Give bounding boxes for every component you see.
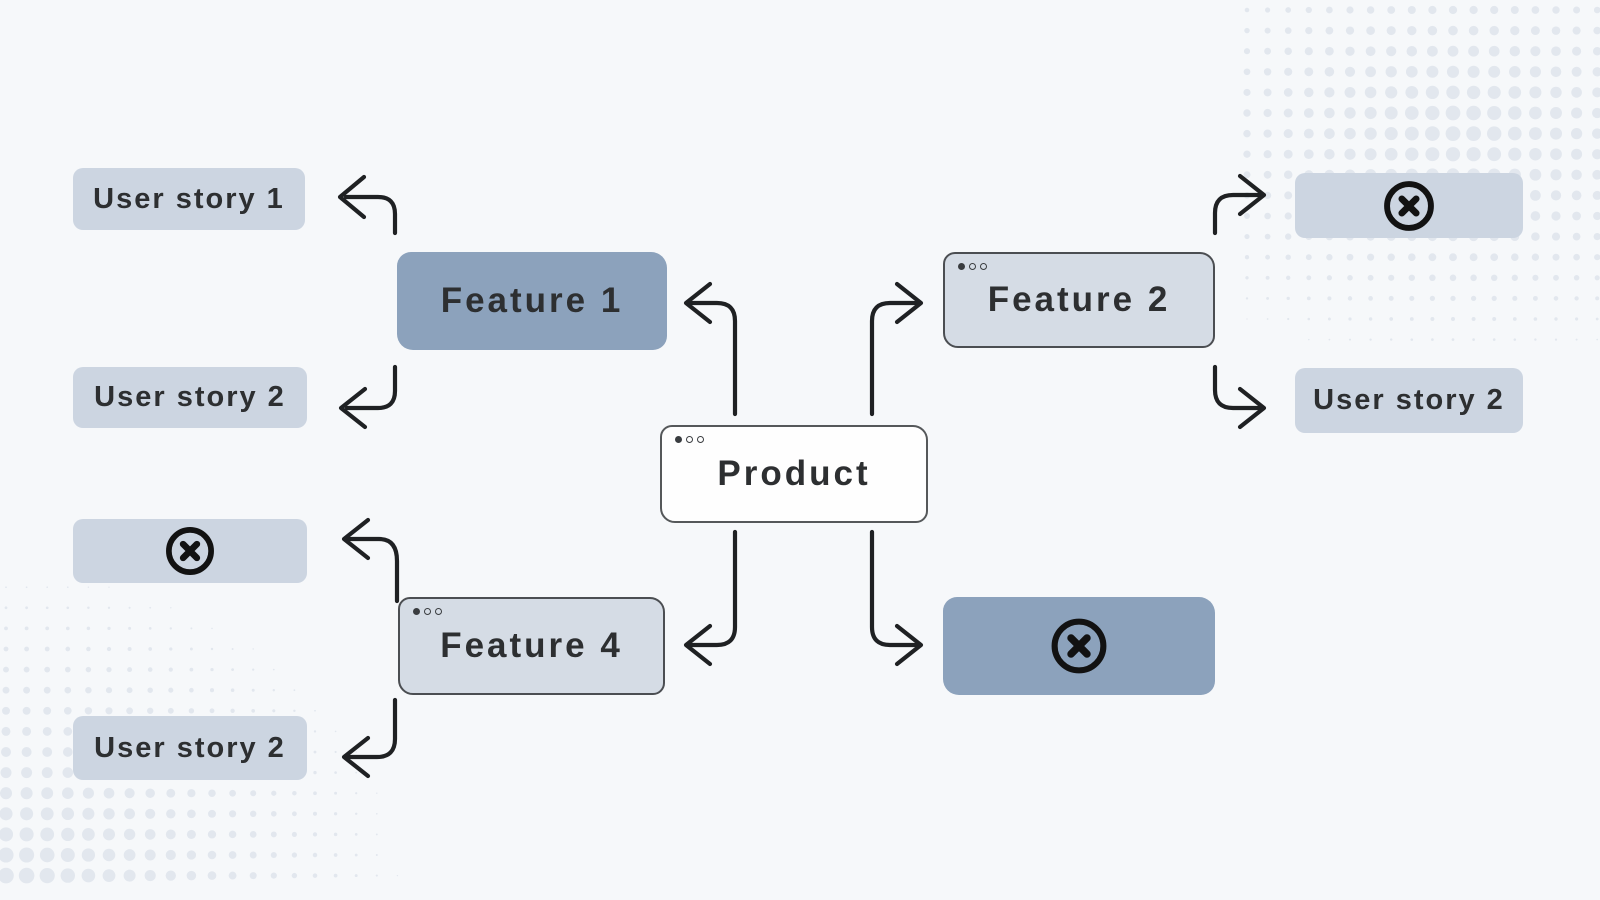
node-label: Feature 1	[440, 281, 624, 320]
node-deleted-story-left[interactable]	[73, 519, 307, 583]
node-user-story-2-left[interactable]: User story 2	[73, 367, 307, 428]
node-feature-1[interactable]: Feature 1	[397, 252, 667, 350]
node-user-story-2-bottom-left[interactable]: User story 2	[73, 716, 307, 780]
node-label: Feature 2	[987, 280, 1171, 319]
x-circle-icon	[1384, 180, 1434, 231]
connector-feature2-deleted-story	[1212, 173, 1267, 236]
arrow-right-icon	[894, 623, 924, 667]
connector-product-feature4	[683, 529, 738, 667]
arrow-right-icon	[1237, 386, 1267, 430]
x-circle-icon	[166, 527, 214, 575]
connector-feature2-userstory2-right	[1212, 364, 1267, 430]
node-label: Product	[717, 454, 871, 493]
arrow-left-icon	[341, 735, 371, 779]
connector-feature4-deleted-story	[341, 517, 400, 604]
node-user-story-2-right[interactable]: User story 2	[1295, 368, 1523, 433]
arrow-left-icon	[683, 281, 713, 325]
node-feature-deleted[interactable]	[943, 597, 1215, 695]
node-feature-4[interactable]: Feature 4	[398, 597, 665, 695]
node-label: User story 1	[93, 182, 285, 215]
node-label: User story 2	[94, 381, 286, 413]
node-label: Feature 4	[440, 626, 623, 665]
arrow-left-icon	[341, 517, 371, 561]
connector-feature1-userstory2	[338, 364, 398, 430]
arrow-right-icon	[894, 281, 924, 325]
node-product[interactable]: Product	[660, 425, 928, 523]
x-circle-icon	[1051, 618, 1107, 674]
window-dots-icon	[675, 436, 704, 443]
node-feature-2[interactable]: Feature 2	[943, 252, 1215, 348]
arrow-left-icon	[337, 174, 367, 220]
connector-feature1-userstory1	[337, 174, 398, 236]
connector-feature4-userstory2-bottom	[341, 697, 398, 779]
arrow-right-icon	[1237, 173, 1267, 217]
node-user-story-1[interactable]: User story 1	[73, 168, 305, 230]
window-dots-icon	[413, 608, 442, 615]
node-deleted-story-top-right[interactable]	[1295, 173, 1523, 238]
node-label: User story 2	[94, 731, 286, 764]
arrow-left-icon	[338, 386, 368, 430]
node-label: User story 2	[1313, 384, 1505, 416]
connector-product-feature2	[869, 281, 924, 417]
window-dots-icon	[958, 263, 987, 270]
connector-product-feature1	[683, 281, 738, 417]
connector-product-feature-deleted	[869, 529, 924, 667]
arrow-left-icon	[683, 623, 713, 667]
